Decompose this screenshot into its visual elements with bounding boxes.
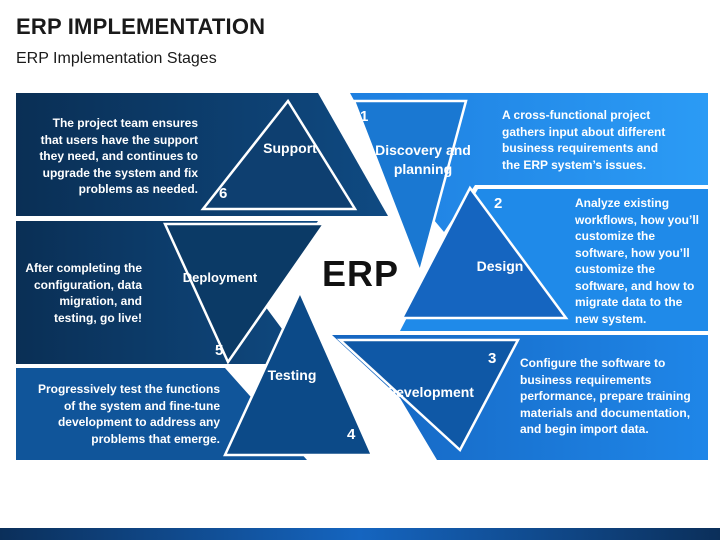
footer-band [0, 528, 720, 540]
support-shape [200, 98, 358, 211]
page-subtitle: ERP Implementation Stages [16, 50, 217, 67]
testing-description: Progressively test the functions of the … [37, 382, 220, 446]
discovery-shape [352, 99, 468, 277]
support-description: The project team ensures that users have… [39, 116, 198, 196]
discovery-description: A cross-functional project gathers input… [502, 108, 666, 172]
design-shape [399, 185, 569, 320]
erp-center-label: ERP [322, 253, 400, 294]
page-title: ERP IMPLEMENTATION [16, 14, 266, 39]
stage-number-6: 6 [219, 185, 228, 202]
stage-name-deployment: Deployment [182, 270, 258, 285]
stage-number-2: 2 [494, 195, 503, 212]
stage-name-support: Support [263, 140, 317, 156]
stage-number-4: 4 [347, 426, 356, 443]
design-description: Analyze existing workflows, how you’ll c… [575, 196, 700, 326]
stage-name-development: Development [386, 384, 474, 400]
development-description: Configure the software to business requi… [520, 356, 691, 436]
stage-number-5: 5 [215, 342, 224, 359]
stage-name-discovery: Discovery and planning [375, 142, 471, 177]
development-shape [336, 338, 521, 453]
testing-shape [223, 288, 374, 457]
deployment-shape [163, 222, 327, 365]
stage-name-design: Design [476, 258, 524, 274]
deployment-description: After completing the configuration, data… [25, 261, 142, 325]
stage-number-3: 3 [488, 350, 497, 367]
stage-name-testing: Testing [267, 367, 317, 383]
stage-number-1: 1 [360, 108, 369, 125]
